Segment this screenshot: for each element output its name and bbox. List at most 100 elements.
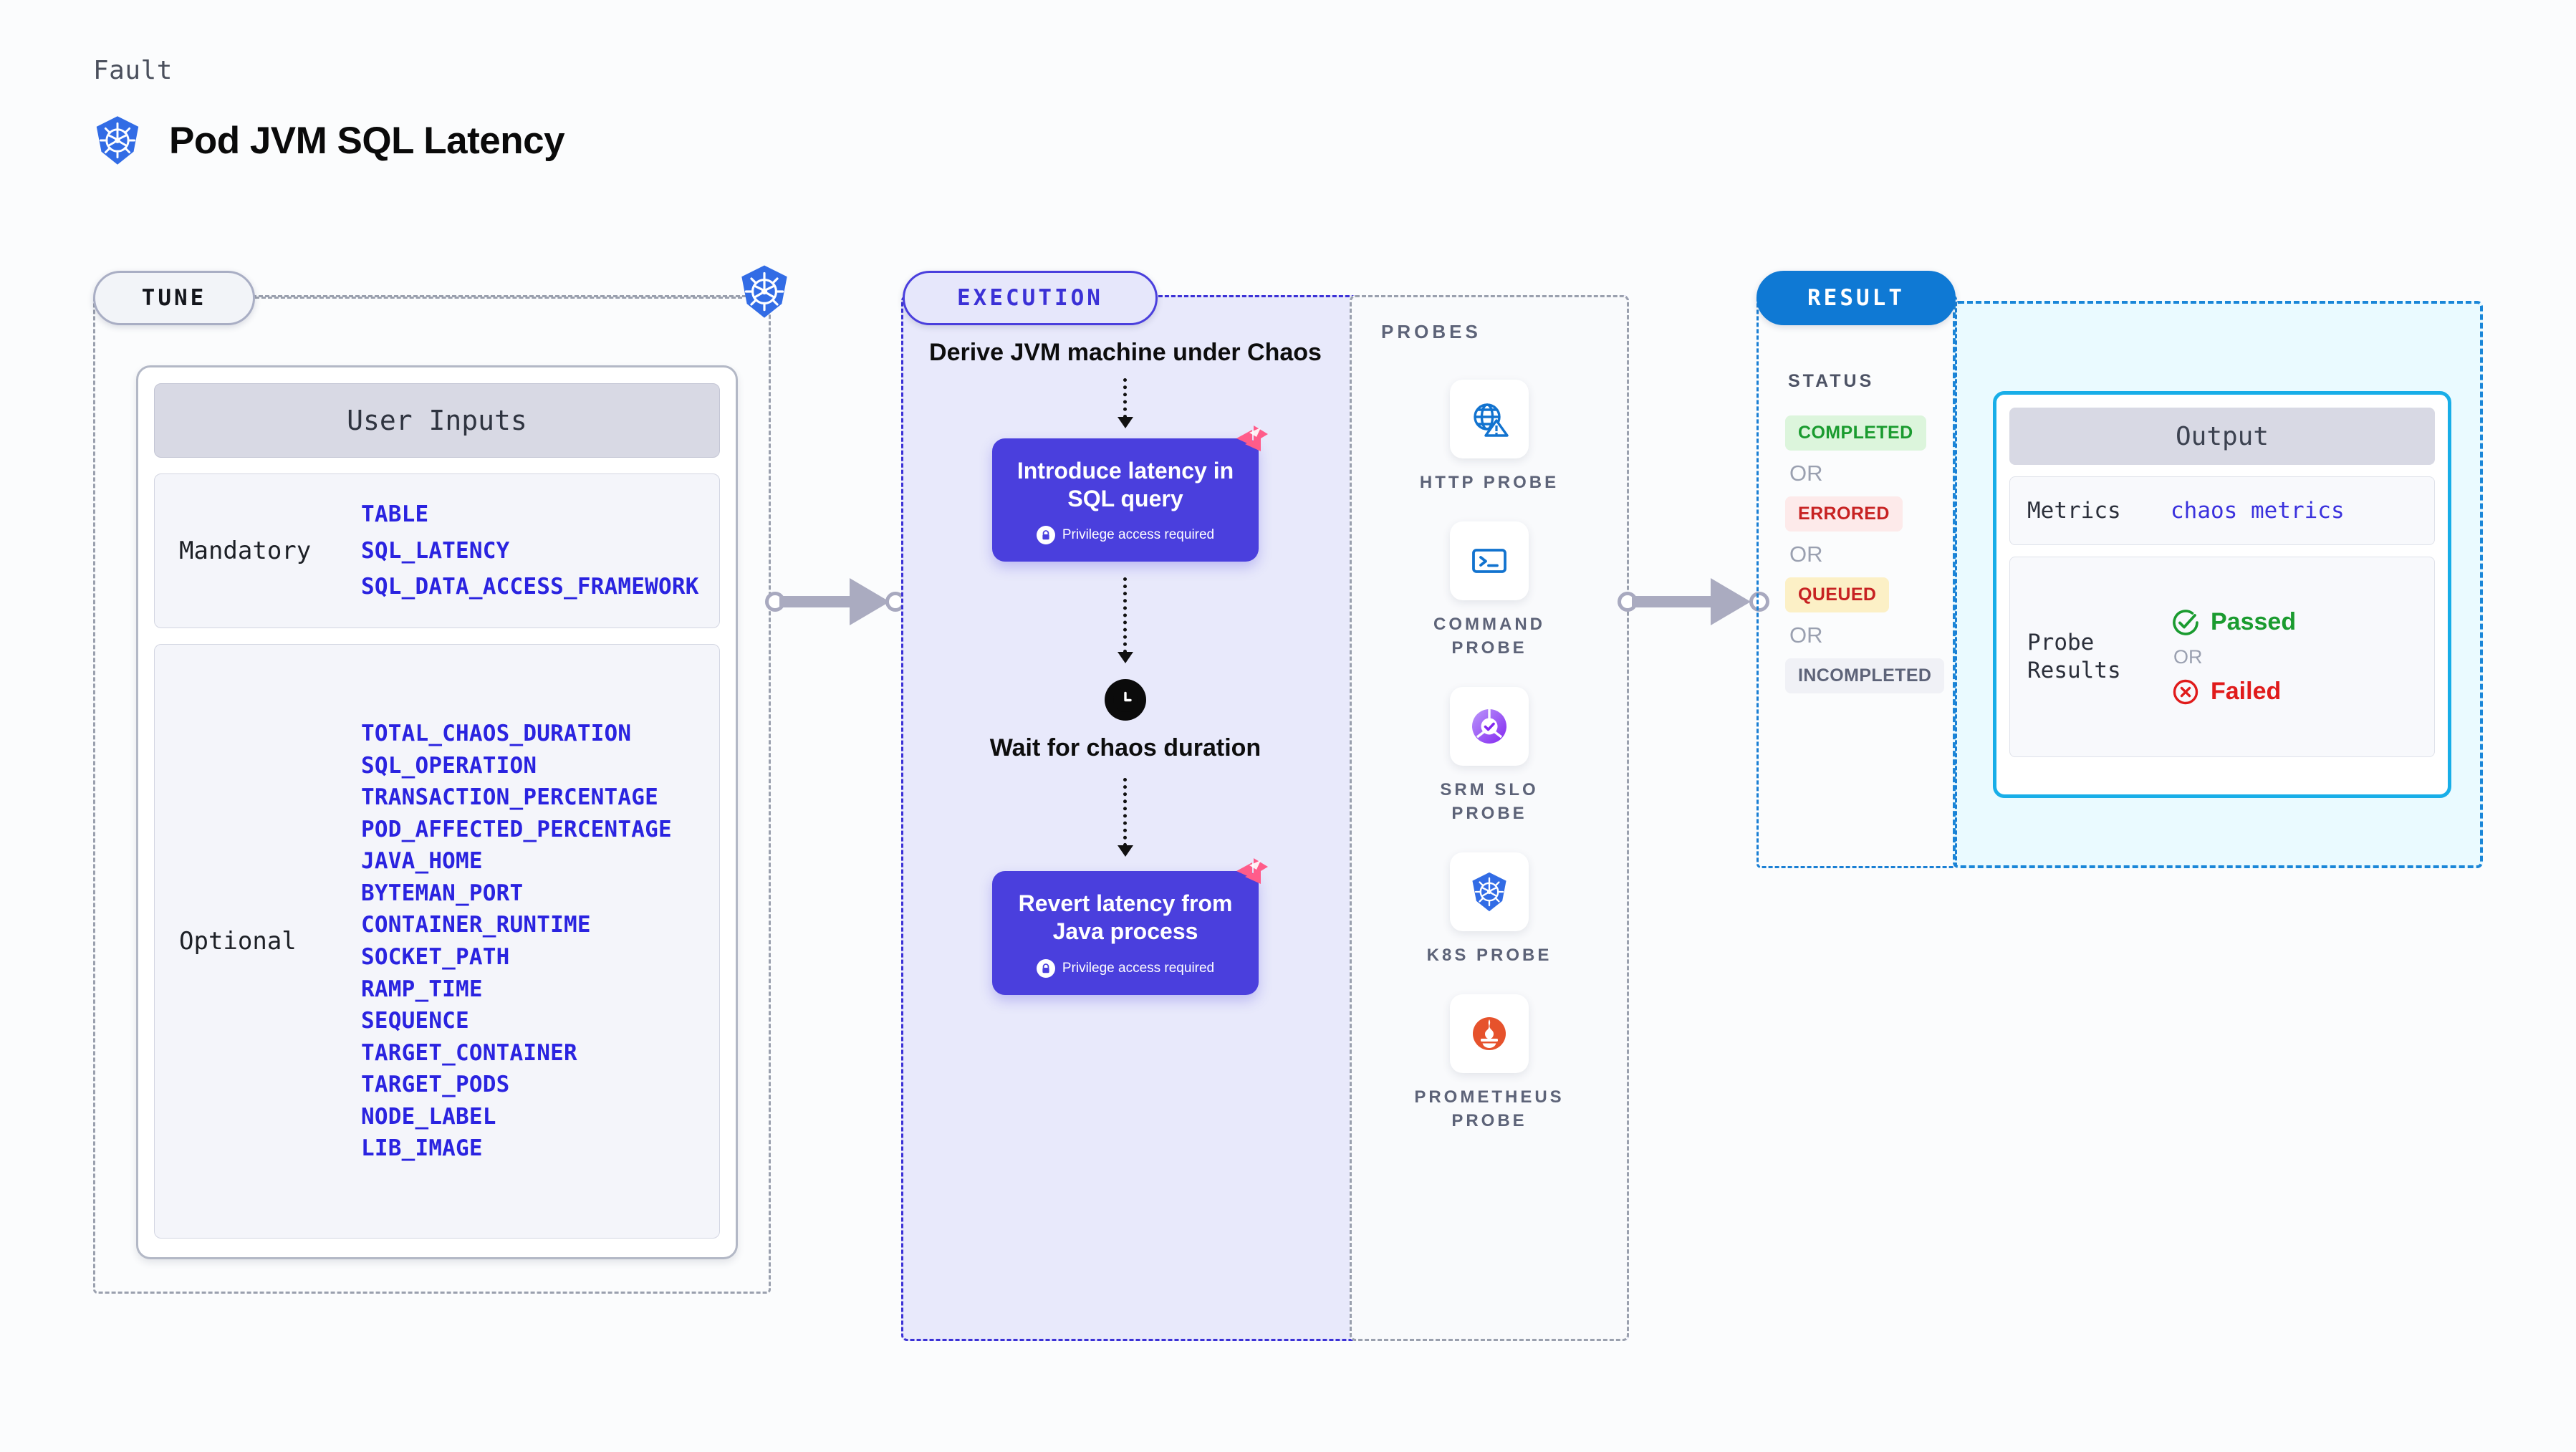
probe-results-values: Passed OR Failed (2171, 607, 2296, 707)
harness-logo-icon (1232, 857, 1271, 895)
action-card-revert-latency[interactable]: Revert latency from Java process Privile… (992, 858, 1268, 995)
page-title-row: Pod JVM SQL Latency (92, 115, 565, 166)
terminal-icon (1469, 540, 1510, 582)
failed-label: Failed (2211, 678, 2282, 705)
output-metrics-key: Metrics (2027, 497, 2121, 524)
param-item[interactable]: SEQUENCE (361, 1008, 469, 1034)
status-badge: INCOMPLETED (1785, 658, 1945, 693)
param-item[interactable]: SQL_LATENCY (361, 537, 510, 564)
param-item[interactable]: TRANSACTION_PERCENTAGE (361, 784, 658, 811)
param-item[interactable]: BYTEMAN_PORT (361, 880, 524, 906)
privilege-note: Privilege access required (1062, 527, 1215, 543)
srm-slo-icon (1469, 706, 1510, 747)
mandatory-group-label: Mandatory (179, 537, 312, 565)
probe-item-command[interactable]: COMMAND PROBE (1403, 521, 1575, 660)
lock-icon (1036, 526, 1055, 545)
tune-to-execution-connector (765, 578, 905, 625)
probe-result-passed: Passed (2171, 607, 2296, 638)
probe-label: PROMETHEUS PROBE (1414, 1087, 1565, 1130)
param-item[interactable]: CONTAINER_RUNTIME (361, 912, 591, 938)
probe-item-srm-slo[interactable]: SRM SLO PROBE (1403, 687, 1575, 825)
probe-item-prometheus[interactable]: PROMETHEUS PROBE (1403, 994, 1575, 1133)
param-item[interactable]: SQL_OPERATION (361, 752, 537, 779)
probe-tile (1450, 521, 1529, 601)
param-item[interactable]: TOTAL_CHAOS_DURATION (361, 721, 632, 747)
or-separator: OR (1789, 622, 1823, 648)
check-circle-icon (2171, 607, 2201, 638)
flow-arrow-icon (1118, 577, 1133, 664)
privilege-row: Privilege access required (1006, 526, 1244, 545)
param-item[interactable]: JAVA_HOME (361, 848, 483, 875)
mandatory-param-list: TABLE SQL_LATENCY SQL_DATA_ACCESS_FRAMEW… (361, 503, 699, 599)
output-card: Output Metrics chaos metrics Probe Resul… (1993, 391, 2451, 798)
connector-bar (1632, 596, 1726, 607)
optional-group-label: Optional (179, 927, 297, 956)
fault-eyebrow-label: Fault (93, 56, 173, 85)
status-badge: COMPLETED (1785, 415, 1926, 451)
probe-label: HTTP PROBE (1419, 473, 1559, 492)
result-section-pill[interactable]: RESULT (1756, 271, 1956, 325)
param-item[interactable]: LIB_IMAGE (361, 1135, 483, 1162)
action-card-introduce-latency[interactable]: Introduce latency in SQL query Privilege… (992, 425, 1268, 562)
probe-tile (1450, 994, 1529, 1074)
param-item[interactable]: SOCKET_PATH (361, 944, 510, 970)
privilege-note: Privilege access required (1062, 960, 1215, 976)
step-wait-label: Wait for chaos duration (989, 734, 1261, 762)
tune-section-pill[interactable]: TUNE (93, 271, 255, 325)
probe-label: K8S PROBE (1426, 945, 1552, 965)
execution-flow: Derive JVM machine under Chaos Introduce… (901, 337, 1350, 995)
param-item[interactable]: NODE_LABEL (361, 1103, 496, 1130)
globe-warning-icon (1469, 398, 1510, 440)
output-metrics-value[interactable]: chaos metrics (2171, 498, 2345, 524)
optional-param-list: TOTAL_CHAOS_DURATION SQL_OPERATION TRANS… (361, 722, 672, 1160)
user-inputs-card: User Inputs Mandatory TABLE SQL_LATENCY … (136, 365, 738, 1259)
output-probe-results-row: Probe Results Passed OR (2009, 557, 2435, 757)
passed-label: Passed (2211, 608, 2297, 635)
param-item[interactable]: RAMP_TIME (361, 976, 483, 1002)
connector-end-dot (1749, 592, 1769, 612)
param-item[interactable]: TARGET_PODS (361, 1072, 510, 1098)
or-separator: OR (1789, 461, 1823, 486)
status-list: COMPLETED OR ERRORED OR QUEUED OR INCOMP… (1785, 415, 1945, 693)
probes-section-container (1350, 295, 1629, 1341)
probe-tile (1450, 380, 1529, 458)
probe-label: SRM SLO PROBE (1440, 780, 1539, 823)
param-item[interactable]: TABLE (361, 501, 429, 528)
execution-section-pill[interactable]: EXECUTION (903, 271, 1158, 325)
param-item[interactable]: POD_AFFECTED_PERCENTAGE (361, 816, 672, 842)
clock-icon (1105, 679, 1146, 721)
optional-param-group: Optional TOTAL_CHAOS_DURATION SQL_OPERAT… (154, 644, 720, 1239)
prometheus-icon (1469, 1013, 1510, 1054)
mandatory-param-group: Mandatory TABLE SQL_LATENCY SQL_DATA_ACC… (154, 473, 720, 628)
privilege-row: Privilege access required (1006, 958, 1244, 978)
output-title: Output (2009, 408, 2435, 465)
flow-arrow-icon (1118, 778, 1133, 857)
page-title: Pod JVM SQL Latency (169, 119, 565, 162)
param-item[interactable]: SQL_DATA_ACCESS_FRAMEWORK (361, 574, 699, 600)
status-badge: ERRORED (1785, 496, 1903, 532)
probe-list: HTTP PROBE COMMAND PROBE (1350, 380, 1629, 1133)
kubernetes-icon (736, 264, 792, 319)
connector-arrowhead (850, 578, 890, 625)
probe-label: COMMAND PROBE (1433, 615, 1545, 658)
tune-section-container (93, 295, 771, 1294)
probe-item-http[interactable]: HTTP PROBE (1420, 380, 1559, 494)
connector-bar (779, 596, 865, 607)
probe-tile (1450, 687, 1529, 766)
connector-arrowhead (1711, 578, 1751, 625)
action-title: Introduce latency in SQL query (1017, 458, 1234, 512)
tune-connector-line (255, 297, 742, 299)
output-probe-results-key: Probe Results (2027, 630, 2121, 683)
or-separator: OR (1789, 542, 1823, 567)
kubernetes-icon (1469, 871, 1510, 913)
lock-icon (1036, 958, 1055, 978)
or-separator: OR (2173, 645, 2203, 668)
flow-arrow-icon (1118, 378, 1133, 429)
param-item[interactable]: TARGET_CONTAINER (361, 1039, 577, 1066)
x-circle-icon (2171, 677, 2201, 707)
probe-tile (1449, 852, 1529, 931)
probes-section-label: PROBES (1381, 321, 1481, 342)
probe-item-k8s[interactable]: K8S PROBE (1427, 852, 1552, 967)
execution-to-result-connector (1618, 578, 1769, 625)
